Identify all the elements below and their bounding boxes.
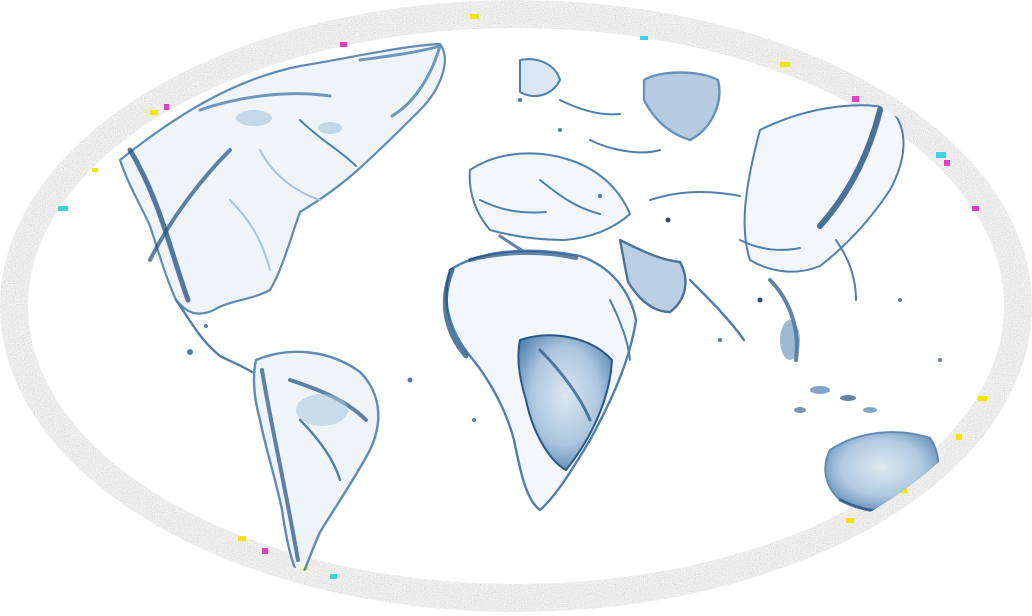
south-america-splash <box>252 350 380 582</box>
europe-splash <box>468 152 631 270</box>
continents <box>118 42 942 582</box>
north-america-splash <box>118 42 446 374</box>
color-speckle-artifacts <box>58 14 987 579</box>
africa-splash <box>442 249 638 512</box>
asia-east-splash <box>739 104 905 362</box>
water-droplets <box>187 98 942 422</box>
arctic-splash <box>519 58 721 154</box>
southeast-asia-islands <box>794 386 877 413</box>
asia-west-splash <box>618 190 746 342</box>
